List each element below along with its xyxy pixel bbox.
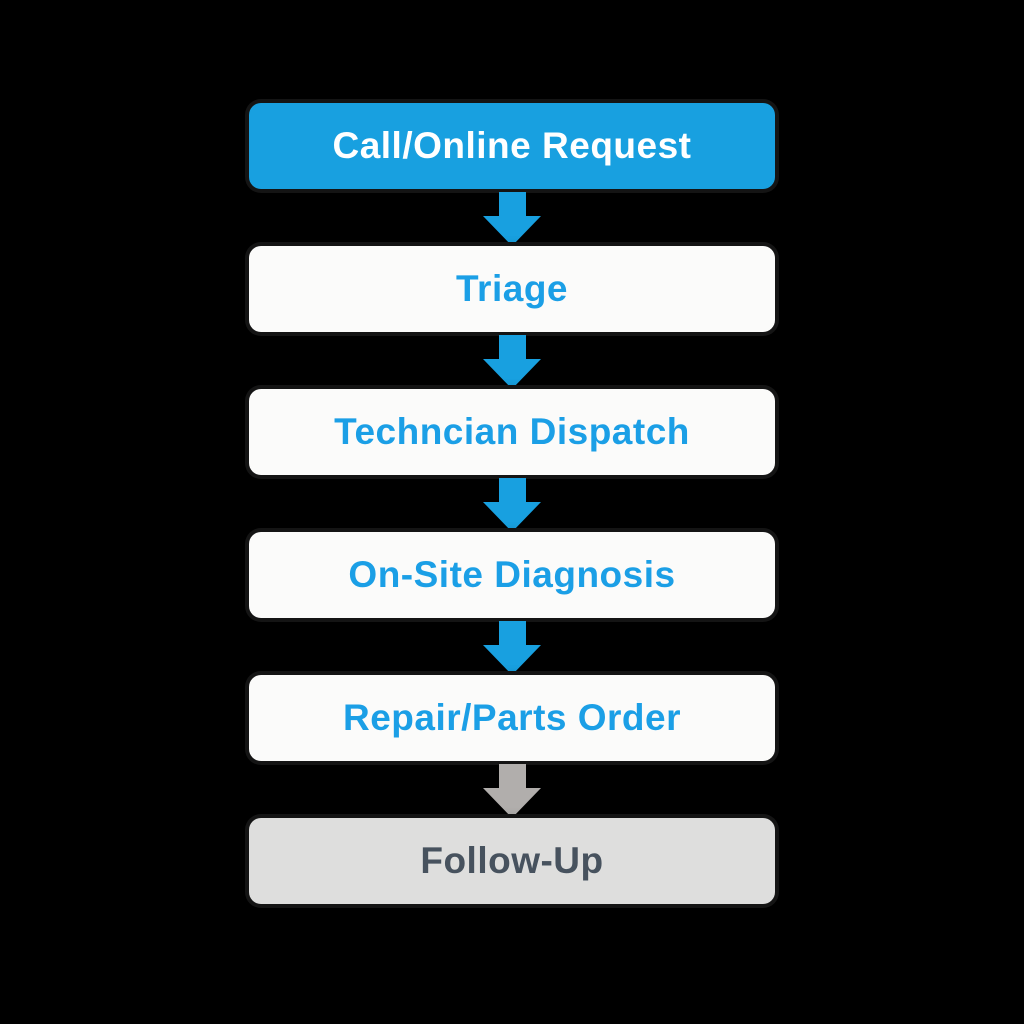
arrow-head: [483, 501, 541, 532]
arrow-head: [483, 358, 541, 389]
step-repair-parts-order: Repair/Parts Order: [249, 675, 775, 761]
step-label: Triage: [456, 268, 568, 309]
arrow-down-icon: [249, 332, 775, 389]
arrow-stem: [498, 620, 526, 645]
arrow-head: [483, 215, 541, 246]
step-label: On-Site Diagnosis: [348, 554, 676, 595]
arrow-head: [483, 644, 541, 675]
arrow-stem: [498, 191, 526, 216]
arrow-stem: [498, 477, 526, 502]
flowchart: Call/Online Request Triage Techncian Dis…: [249, 103, 775, 904]
arrow-stem: [498, 334, 526, 359]
step-triage: Triage: [249, 246, 775, 332]
arrow-down-icon: [249, 761, 775, 818]
step-label: Follow-Up: [420, 840, 604, 881]
step-label: Repair/Parts Order: [342, 697, 682, 738]
step-label: Techncian Dispatch: [334, 411, 690, 452]
step-follow-up: Follow-Up: [249, 818, 775, 904]
arrow-down-icon: [249, 618, 775, 675]
step-call-online-request: Call/Online Request: [249, 103, 775, 189]
arrow-down-icon: [249, 475, 775, 532]
arrow-down-icon: [249, 189, 775, 246]
arrow-stem: [498, 763, 526, 788]
arrow-head: [483, 787, 541, 818]
step-technician-dispatch: Techncian Dispatch: [249, 389, 775, 475]
step-label: Call/Online Request: [332, 125, 692, 166]
step-on-site-diagnosis: On-Site Diagnosis: [249, 532, 775, 618]
